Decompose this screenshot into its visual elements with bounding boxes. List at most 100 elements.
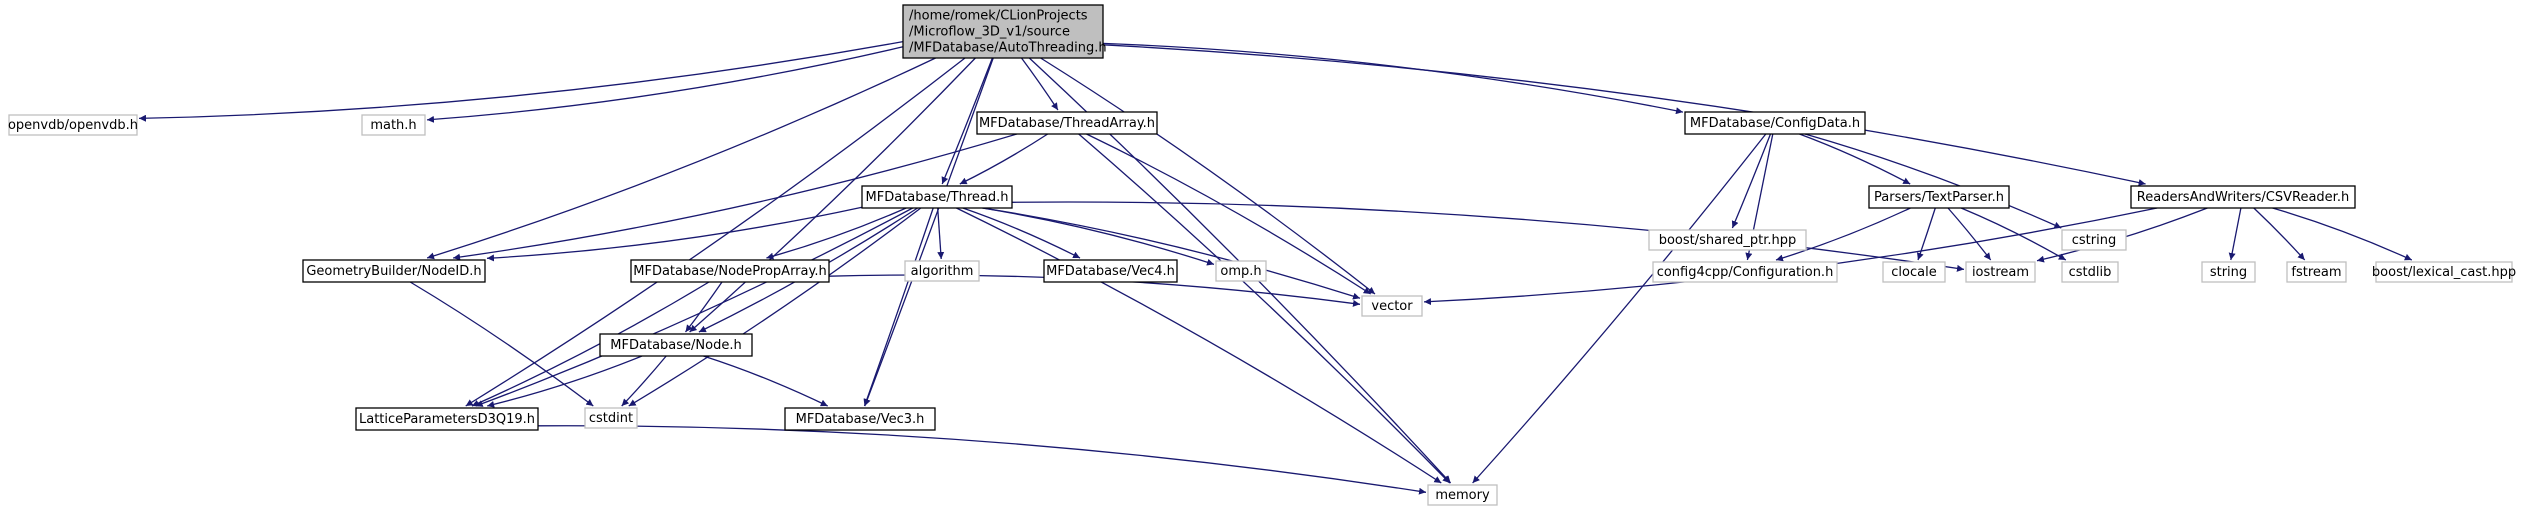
node-cstdint-box bbox=[584, 407, 638, 429]
node-lexicalcast: boost/lexical_cast.hpp bbox=[2372, 261, 2516, 283]
node-string-box bbox=[2201, 261, 2256, 283]
node-cstring-label: cstring bbox=[2072, 233, 2116, 248]
node-node-box bbox=[599, 333, 753, 357]
edge-root-to-configdata bbox=[1102, 42, 1684, 115]
edge-root-to-thread bbox=[941, 57, 994, 185]
node-vec4-label: MFDatabase/Vec4.h bbox=[1046, 264, 1175, 279]
node-algorithm: algorithm bbox=[904, 260, 980, 282]
node-clocale-box bbox=[1882, 261, 1946, 283]
node-thread[interactable]: MFDatabase/Thread.h bbox=[861, 185, 1013, 209]
node-vec3[interactable]: MFDatabase/Vec3.h bbox=[784, 407, 936, 431]
node-textparser[interactable]: Parsers/TextParser.h bbox=[1868, 185, 2010, 209]
node-vector: vector bbox=[1361, 295, 1423, 317]
edge-threadarray-to-memory bbox=[1078, 133, 1451, 484]
edge-root-to-csvreader bbox=[1102, 44, 2146, 186]
node-nodeid-box bbox=[302, 259, 486, 283]
node-openvdb-label: openvdb/openvdb.h bbox=[8, 118, 138, 133]
edge-csvreader-to-lexicalcast bbox=[2272, 207, 2413, 261]
edge-thread-to-vec3 bbox=[863, 207, 934, 407]
node-vector-label: vector bbox=[1371, 299, 1413, 314]
node-fstream-label: fstream bbox=[2291, 265, 2341, 280]
node-math-box bbox=[361, 114, 426, 136]
node-omp: omp.h bbox=[1215, 260, 1267, 282]
node-lattice[interactable]: LatticeParametersD3Q19.h bbox=[355, 407, 539, 431]
node-cstdlib: cstdlib bbox=[2061, 261, 2119, 283]
node-node-label: MFDatabase/Node.h bbox=[610, 338, 741, 353]
node-textparser-box bbox=[1868, 185, 2010, 209]
node-configuration-label: config4cpp/Configuration.h bbox=[1657, 265, 1834, 280]
nodes-layer: /home/romek/CLionProjects/Microflow_3D_v… bbox=[8, 4, 2516, 506]
node-vector-box bbox=[1361, 295, 1423, 317]
node-string-label: string bbox=[2210, 265, 2247, 280]
node-root-label: /Microflow_3D_v1/source bbox=[909, 25, 1070, 40]
node-lattice-box bbox=[355, 407, 539, 431]
edge-node-to-vec3 bbox=[703, 355, 828, 407]
node-root-label: /MFDatabase/AutoThreading.h bbox=[909, 41, 1107, 56]
node-memory: memory bbox=[1427, 484, 1498, 506]
edge-thread-to-omp bbox=[982, 207, 1215, 266]
node-textparser-label: Parsers/TextParser.h bbox=[1874, 190, 2004, 205]
node-openvdb-box bbox=[8, 114, 138, 136]
node-lexicalcast-box bbox=[2375, 261, 2513, 283]
node-root[interactable]: /home/romek/CLionProjects/Microflow_3D_v… bbox=[902, 4, 1107, 59]
edge-threadarray-to-nodeid bbox=[453, 133, 1018, 261]
node-sharedptr-label: boost/shared_ptr.hpp bbox=[1659, 233, 1797, 248]
node-cstdlib-label: cstdlib bbox=[2069, 265, 2112, 280]
node-sharedptr-box bbox=[1648, 229, 1807, 251]
node-algorithm-box bbox=[904, 260, 980, 282]
node-nodeproparray[interactable]: MFDatabase/NodePropArray.h bbox=[630, 259, 830, 283]
edge-thread-to-vector bbox=[982, 207, 1361, 300]
node-clocale: clocale bbox=[1882, 261, 1946, 283]
edge-threadarray-to-thread bbox=[959, 133, 1049, 185]
node-iostream-box bbox=[1965, 261, 2036, 283]
node-omp-box bbox=[1215, 260, 1267, 282]
edge-root-to-vector bbox=[1040, 57, 1376, 295]
edge-csvreader-to-string bbox=[2228, 207, 2242, 261]
node-csvreader[interactable]: ReadersAndWriters/CSVReader.h bbox=[2130, 185, 2356, 209]
node-sharedptr: boost/shared_ptr.hpp bbox=[1648, 229, 1807, 251]
node-memory-label: memory bbox=[1435, 488, 1490, 503]
node-threadarray[interactable]: MFDatabase/ThreadArray.h bbox=[976, 111, 1158, 135]
edge-textparser-to-configuration bbox=[1775, 207, 1911, 262]
node-memory-box bbox=[1427, 484, 1498, 506]
edge-thread-to-algorithm bbox=[937, 207, 945, 260]
edge-configdata-to-cstring bbox=[1804, 133, 2062, 229]
edge-root-to-threadarray bbox=[1020, 57, 1059, 111]
node-fstream: fstream bbox=[2286, 261, 2347, 283]
node-thread-label: MFDatabase/Thread.h bbox=[866, 190, 1009, 205]
edge-root-to-openvdb bbox=[138, 40, 904, 122]
edge-thread-to-vec4 bbox=[962, 207, 1081, 259]
edge-thread-to-cstdint bbox=[628, 207, 922, 407]
node-node[interactable]: MFDatabase/Node.h bbox=[599, 333, 753, 357]
node-vec4-box bbox=[1043, 259, 1178, 283]
node-vec4[interactable]: MFDatabase/Vec4.h bbox=[1043, 259, 1178, 283]
edge-configdata-to-memory bbox=[1472, 133, 1767, 484]
edge-root-to-vec3 bbox=[864, 57, 994, 407]
node-clocale-label: clocale bbox=[1891, 265, 1936, 280]
edge-thread-to-memory bbox=[956, 207, 1442, 484]
node-vec3-box bbox=[784, 407, 936, 431]
node-cstring-box bbox=[2061, 229, 2127, 251]
edge-nodeproparray-to-lattice bbox=[471, 281, 710, 407]
edge-thread-to-lattice bbox=[475, 207, 914, 407]
edge-lattice-to-memory bbox=[537, 425, 1427, 495]
edge-configdata-to-sharedptr bbox=[1731, 133, 1772, 229]
node-nodeid[interactable]: GeometryBuilder/NodeID.h bbox=[302, 259, 486, 283]
edge-csvreader-to-fstream bbox=[2253, 207, 2306, 261]
node-math-label: math.h bbox=[370, 118, 416, 133]
edge-node-to-cstdint bbox=[621, 355, 667, 407]
node-lattice-label: LatticeParametersD3Q19.h bbox=[359, 412, 535, 427]
node-csvreader-label: ReadersAndWriters/CSVReader.h bbox=[2137, 190, 2349, 205]
node-cstdint: cstdint bbox=[584, 407, 638, 429]
edge-textparser-to-iostream bbox=[1947, 207, 1992, 261]
edge-root-to-nodeid bbox=[426, 57, 936, 260]
node-threadarray-label: MFDatabase/ThreadArray.h bbox=[979, 116, 1155, 131]
node-cstdlib-box bbox=[2061, 261, 2119, 283]
node-configdata[interactable]: MFDatabase/ConfigData.h bbox=[1684, 111, 1866, 135]
node-fstream-box bbox=[2286, 261, 2347, 283]
node-configuration: config4cpp/Configuration.h bbox=[1652, 261, 1838, 283]
node-cstdint-label: cstdint bbox=[589, 411, 633, 426]
node-lexicalcast-label: boost/lexical_cast.hpp bbox=[2372, 265, 2516, 280]
edge-thread-to-nodeid bbox=[486, 206, 863, 262]
